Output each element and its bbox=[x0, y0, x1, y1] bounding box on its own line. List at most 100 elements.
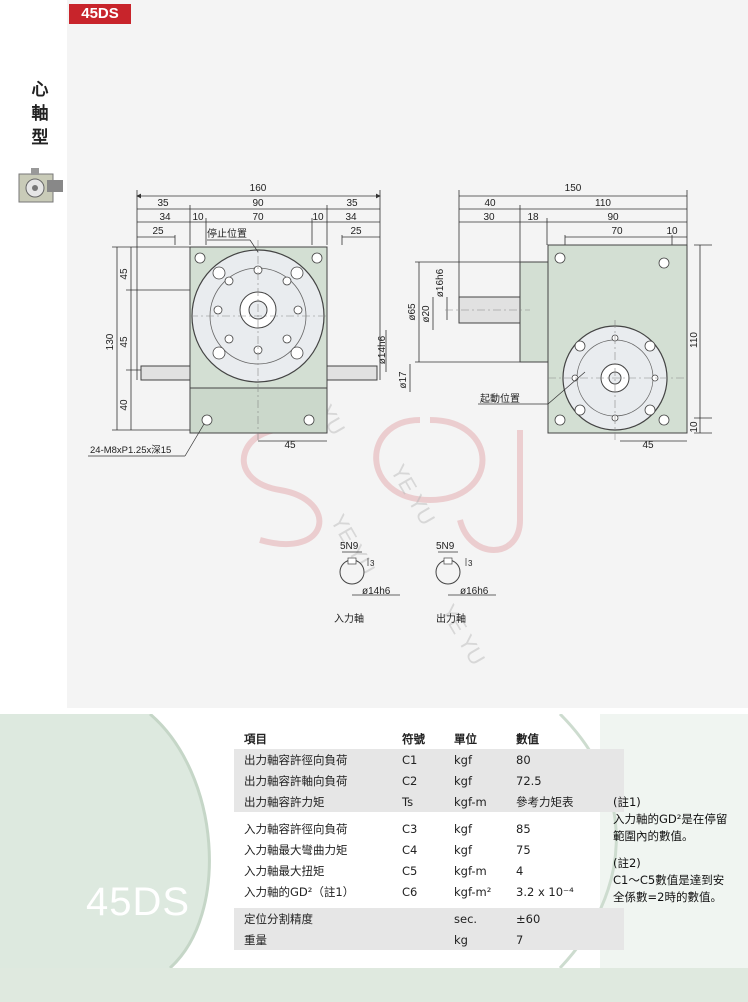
side-dim-65: ø65 bbox=[407, 303, 418, 321]
spec-table: 項目 符號 單位 數值 出力軸容許徑向負荷 C1 kgf 80 出力軸容許軸向負… bbox=[234, 728, 624, 950]
spec-symbol: C5 bbox=[402, 863, 418, 878]
left-strip bbox=[0, 0, 67, 708]
note-title: (註2) bbox=[613, 856, 641, 870]
side-title-char: 心 bbox=[31, 80, 49, 100]
spec-unit: kgf-m² bbox=[454, 884, 492, 899]
table-row: 出力軸容許力矩 Ts kgf-m 參考力矩表 bbox=[234, 791, 624, 812]
spec-item: 出力軸容許力矩 bbox=[234, 791, 402, 812]
spec-symbol: C3 bbox=[402, 821, 418, 836]
spec-bottom-strip bbox=[0, 968, 748, 1002]
spec-header: 符號 bbox=[402, 731, 425, 746]
spec-unit: kgf bbox=[454, 842, 473, 857]
spec-value: ±60 bbox=[516, 908, 624, 929]
spec-value: 75 bbox=[516, 842, 531, 857]
front-dim-45a: 45 bbox=[119, 268, 130, 280]
front-dim-90: 90 bbox=[252, 198, 264, 209]
side-dim-10: 10 bbox=[666, 226, 678, 237]
table-row: 重量 kg 7 bbox=[234, 929, 624, 950]
side-dim-20: ø20 bbox=[421, 305, 432, 323]
input-key-depth: 3 bbox=[370, 559, 375, 568]
spec-value: 80 bbox=[516, 749, 624, 770]
input-label: 入力軸 bbox=[334, 612, 364, 625]
spec-unit: kgf bbox=[454, 770, 516, 791]
spec-item: 入力軸最大彎曲力矩 bbox=[244, 842, 348, 857]
spec-unit: kgf bbox=[454, 821, 473, 836]
side-dim-70: 70 bbox=[611, 226, 623, 237]
side-title-char: 軸 bbox=[31, 104, 49, 124]
front-dim-35a: 35 bbox=[157, 198, 169, 209]
model-badge: 45DS bbox=[69, 4, 131, 24]
side-dim-150: 150 bbox=[565, 183, 582, 194]
spec-model-label: 45DS bbox=[86, 880, 191, 924]
table-row: 出力軸容許軸向負荷 C2 kgf 72.5 bbox=[234, 770, 624, 791]
spec-symbol: C6 bbox=[402, 884, 418, 899]
technical-drawing: YE YU YE YU YE YU YE YU bbox=[88, 183, 712, 669]
front-input-shaft bbox=[140, 365, 191, 381]
note-text: C1～C5數值是達到安全係數=2時的數值。 bbox=[613, 873, 725, 904]
table-row: 定位分割精度 sec. ±60 bbox=[234, 908, 624, 929]
output-key-depth: 3 bbox=[468, 559, 473, 568]
spec-unit: sec. bbox=[454, 908, 516, 929]
front-dim-160: 160 bbox=[250, 183, 267, 194]
spec-symbol: C1 bbox=[402, 749, 454, 770]
spec-value: 4 bbox=[516, 863, 524, 878]
front-shaft-dia-2: ø17 bbox=[398, 371, 409, 389]
spec-value: 7 bbox=[516, 929, 624, 950]
note-1: (註1) 入力軸的GD²是在停留範圍內的數值。 bbox=[613, 794, 733, 845]
svg-text:YE YU: YE YU bbox=[386, 460, 440, 529]
table-row: 入力軸的GD²（註1） C6 kgf-m² 3.2 x 10⁻⁴ bbox=[234, 881, 624, 902]
front-dim-45-bottom: 45 bbox=[284, 440, 296, 451]
front-dim-45b: 45 bbox=[119, 336, 130, 348]
table-row: 出力軸容許徑向負荷 C1 kgf 80 bbox=[234, 749, 624, 770]
output-dia: ø16h6 bbox=[460, 586, 489, 597]
holes-note: 24-M8xP1.25x深15 bbox=[90, 445, 171, 456]
spec-unit: kg bbox=[454, 929, 516, 950]
note-text: 入力軸的GD²是在停留範圍內的數值。 bbox=[613, 812, 728, 843]
front-dim-10a: 10 bbox=[192, 212, 204, 223]
side-dim-110: 110 bbox=[595, 198, 611, 209]
side-input-housing bbox=[519, 261, 549, 363]
front-dim-35b: 35 bbox=[346, 198, 358, 209]
side-dim-40: 40 bbox=[484, 198, 496, 209]
input-key: 5N9 bbox=[340, 541, 359, 552]
side-dim-30: 30 bbox=[483, 212, 495, 223]
spec-unit: kgf-m bbox=[454, 791, 516, 812]
front-dim-34a: 34 bbox=[159, 212, 171, 223]
table-row: 入力軸最大彎曲力矩 C4 kgf 75 bbox=[234, 839, 624, 860]
table-row: 入力軸容許徑向負荷 C3 kgf 85 bbox=[234, 818, 624, 839]
side-dim-45-bottom: 45 bbox=[642, 440, 654, 451]
spec-item: 重量 bbox=[234, 929, 402, 950]
spec-item: 入力軸容許徑向負荷 bbox=[244, 821, 348, 836]
spec-symbol bbox=[402, 929, 454, 950]
spec-item: 出力軸容許軸向負荷 bbox=[234, 770, 402, 791]
spec-value: 85 bbox=[516, 821, 531, 836]
spec-header-row: 項目 符號 單位 數值 bbox=[234, 728, 624, 749]
start-position-label: 起動位置 bbox=[480, 392, 520, 405]
spec-unit: kgf bbox=[454, 749, 516, 770]
output-label: 出力軸 bbox=[436, 612, 466, 625]
side-dim-18: 18 bbox=[527, 212, 539, 223]
front-dim-70: 70 bbox=[252, 212, 264, 223]
note-title: (註1) bbox=[613, 795, 641, 809]
spec-item: 出力軸容許徑向負荷 bbox=[234, 749, 402, 770]
side-view bbox=[415, 190, 712, 442]
svg-text:YE YU: YE YU bbox=[436, 600, 490, 669]
side-dim-110-right: 110 bbox=[689, 332, 700, 348]
spec-symbol bbox=[402, 908, 454, 929]
spec-symbol: Ts bbox=[402, 791, 454, 812]
front-shaft-dia: ø14h6 bbox=[377, 335, 388, 364]
spec-item: 入力軸最大扭矩 bbox=[244, 863, 325, 878]
spec-item: 入力軸的GD²（註1） bbox=[244, 884, 355, 899]
input-shaft-detail: 5N9 3 ø14h6 入力軸 bbox=[334, 541, 400, 625]
spec-symbol: C4 bbox=[402, 842, 418, 857]
stop-position-label: 停止位置 bbox=[207, 227, 247, 240]
notes: (註1) 入力軸的GD²是在停留範圍內的數值。 (註2) C1～C5數值是達到安… bbox=[613, 794, 733, 916]
input-dia: ø14h6 bbox=[362, 586, 391, 597]
side-title-char: 型 bbox=[31, 128, 49, 148]
side-dim-10-right: 10 bbox=[689, 421, 700, 433]
product-thumbnail bbox=[18, 168, 63, 203]
spec-symbol: C2 bbox=[402, 770, 454, 791]
side-dim-16h6: ø16h6 bbox=[435, 268, 446, 297]
spec-value: 72.5 bbox=[516, 770, 624, 791]
